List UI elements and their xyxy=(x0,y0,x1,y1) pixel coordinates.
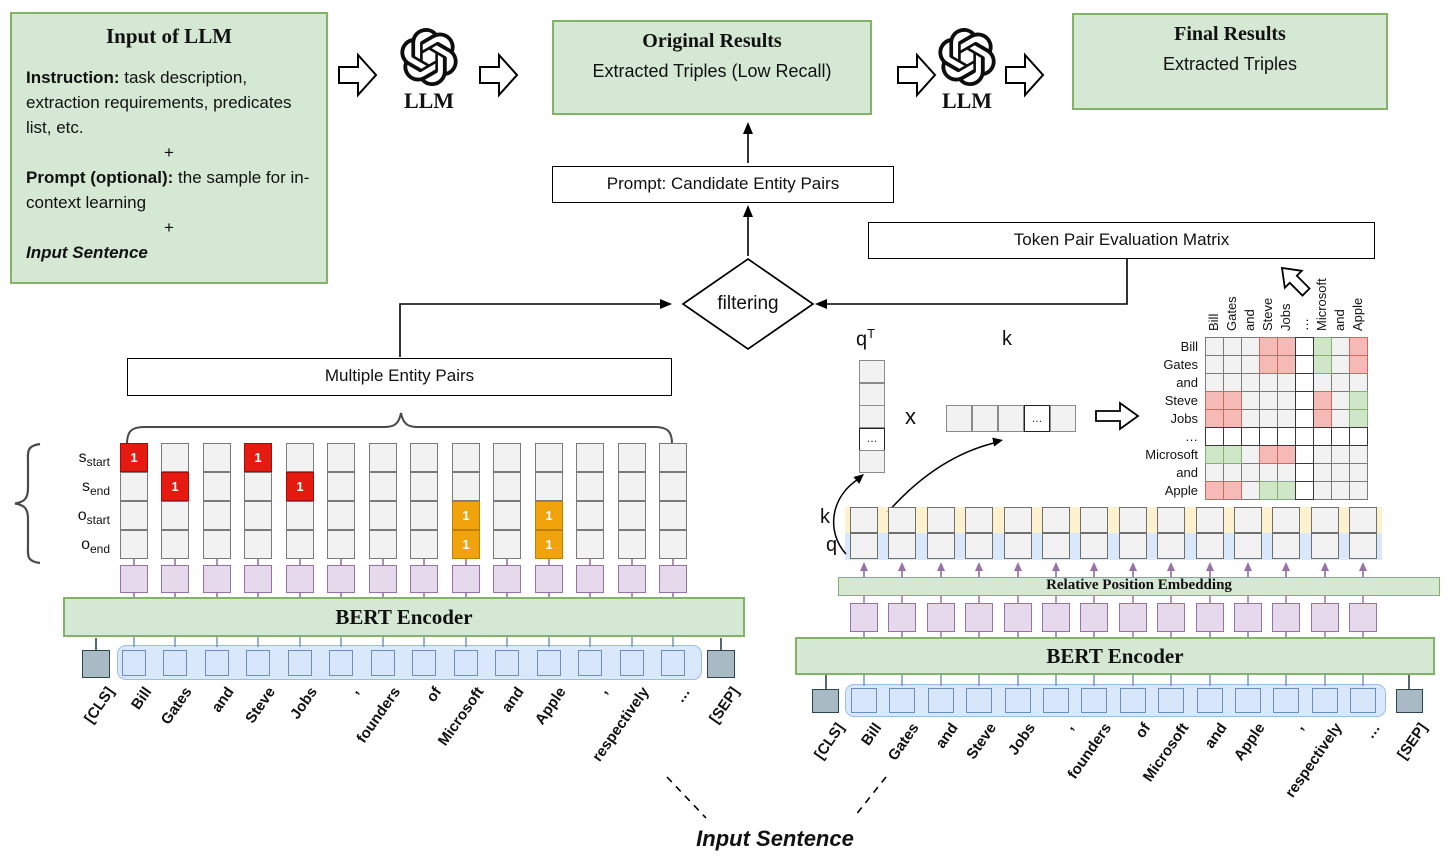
input-box-body: Instruction: task description, extractio… xyxy=(12,65,326,265)
k-vector-label: k xyxy=(1002,328,1012,350)
original-results-title: Original Results xyxy=(642,30,782,52)
llm-label: LLM xyxy=(403,88,455,113)
llm-icon xyxy=(938,28,996,86)
arrowhead xyxy=(1359,562,1367,571)
vector-to-matrix-arrow xyxy=(1095,401,1140,431)
arrowhead xyxy=(992,437,1003,447)
connector-path xyxy=(887,441,999,513)
llm-icon xyxy=(400,28,458,86)
arrowhead xyxy=(1321,562,1329,571)
input-sentence-caption: Input Sentence xyxy=(696,826,854,851)
arrowhead xyxy=(1090,562,1098,571)
times-label: x xyxy=(905,404,916,429)
horizontal-brace xyxy=(126,412,673,445)
dashed-pointer-right xyxy=(854,776,887,817)
multiple-entity-pairs-box: Multiple Entity Pairs xyxy=(127,358,672,396)
dashed-pointer-left xyxy=(666,776,707,819)
prompt-optional-text: the sample for in-context learning xyxy=(26,168,310,212)
connector-path xyxy=(833,477,861,555)
arrowhead xyxy=(743,122,753,134)
arrowhead xyxy=(898,562,906,571)
final-results-title: Final Results xyxy=(1174,23,1286,45)
filtering-diamond xyxy=(681,257,815,351)
plus-sign: + xyxy=(164,143,174,162)
token-pair-evaluation-matrix-box: Token Pair Evaluation Matrix xyxy=(868,222,1375,259)
original-results-box: Original Results Extracted Triples (Low … xyxy=(552,20,872,115)
arrowhead xyxy=(660,299,672,309)
plus-sign: + xyxy=(164,218,174,237)
filtering-label: filtering xyxy=(717,293,779,314)
arrowhead xyxy=(1206,562,1214,571)
connector-path xyxy=(399,303,663,357)
arrowhead xyxy=(1167,562,1175,571)
arrowhead xyxy=(1014,562,1022,571)
arrowhead xyxy=(975,562,983,571)
input-of-llm-box: Input of LLM Instruction: task descripti… xyxy=(10,12,328,284)
left-bert-label: BERT Encoder xyxy=(335,605,473,629)
original-results-subtitle: Extracted Triples (Low Recall) xyxy=(592,61,832,81)
prompt-candidate-pairs-box: Prompt: Candidate Entity Pairs xyxy=(552,166,894,203)
k-row-label: k xyxy=(820,506,830,528)
final-results-subtitle: Extracted Triples xyxy=(1162,54,1298,74)
instruction-text: task description, extraction requirement… xyxy=(26,68,292,137)
q-transpose-label: qT xyxy=(856,326,875,352)
q-transpose-sup: T xyxy=(867,326,876,341)
arrowhead xyxy=(743,205,753,217)
arrowhead xyxy=(860,562,868,571)
arrowhead xyxy=(1282,562,1290,571)
arrowhead xyxy=(1052,562,1060,571)
arrowhead xyxy=(815,299,827,309)
rpe-label: Relative Position Embedding xyxy=(1046,577,1232,593)
instruction-label: Instruction: xyxy=(26,68,120,87)
right-bert-encoder-bar: BERT Encoder xyxy=(795,637,1435,675)
input-box-title: Input of LLM xyxy=(105,24,233,48)
left-curly-brace xyxy=(14,442,41,565)
connector-path xyxy=(824,259,1128,305)
right-bert-label: BERT Encoder xyxy=(1046,644,1184,668)
q-transpose-base: q xyxy=(856,328,868,351)
prompt-optional-label: Prompt (optional): xyxy=(26,168,174,187)
input-sentence-item: Input Sentence xyxy=(26,243,148,262)
arrowhead xyxy=(1129,562,1137,571)
pipeline-flow-arrow xyxy=(338,52,378,98)
llm-label: LLM xyxy=(941,88,993,113)
arrowhead xyxy=(937,562,945,571)
q-row-label: q xyxy=(826,534,838,556)
pipeline-flow-arrow xyxy=(1005,52,1045,98)
final-results-box: Final Results Extracted Triples xyxy=(1072,13,1388,110)
pipeline-flow-arrow xyxy=(897,52,937,98)
matrix-to-tpem-arrow xyxy=(1280,266,1311,297)
pipeline-flow-arrow xyxy=(479,52,519,98)
relative-position-embedding-bar: Relative Position Embedding xyxy=(838,577,1440,596)
arrowhead xyxy=(1244,562,1252,571)
arrowhead xyxy=(853,474,864,484)
left-bert-encoder-bar: BERT Encoder xyxy=(63,597,745,637)
